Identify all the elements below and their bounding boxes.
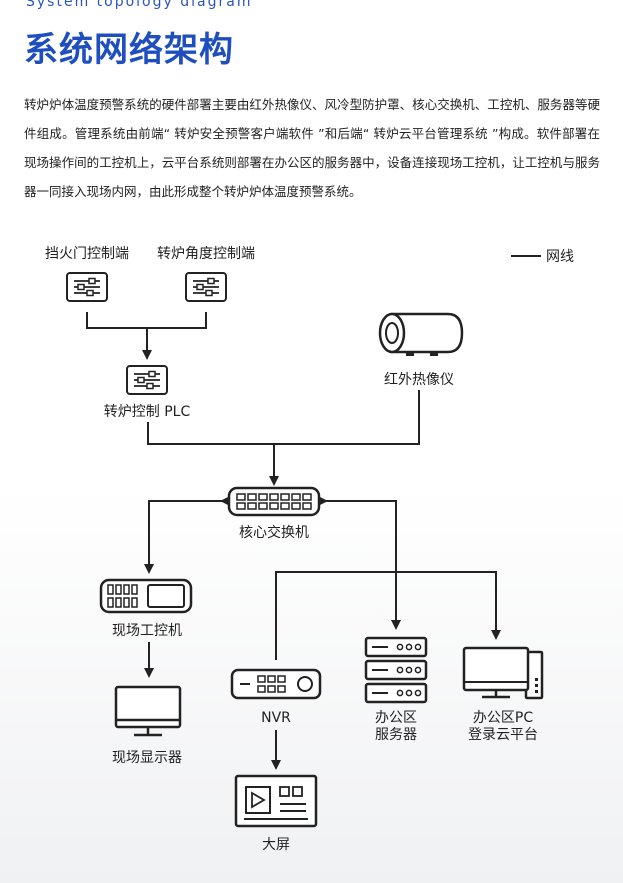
plc-label: 转炉控制 PLC [104, 404, 191, 420]
big-screen-label: 大屏 [262, 837, 290, 853]
field-monitor-label: 现场显示器 [112, 750, 182, 766]
intro-paragraph: 转炉炉体温度预警系统的硬件部署主要由红外热像仪、风冷型防护罩、核心交换机、工控机… [24, 97, 600, 199]
thermal-camera-label: 红外热像仪 [384, 372, 454, 388]
office-pc-label-line1: 办公区PC [473, 710, 533, 726]
pc-icon [462, 646, 544, 700]
ipc-icon [99, 578, 193, 614]
node-converter-plc: 转炉控制 PLC [104, 365, 191, 420]
link-switch-server [318, 496, 401, 630]
node-fire-door-controller: 挡火门控制端 [45, 246, 129, 302]
node-converter-angle-controller: 转炉角度控制端 [157, 246, 255, 302]
node-thermal-camera: 红外热像仪 [378, 312, 464, 388]
section-eyebrow: System topology diagram [26, 0, 253, 10]
link-plc-camera-bus [147, 390, 420, 445]
server-icon [364, 636, 428, 704]
page-title: 系统网络架构 [24, 30, 234, 70]
office-pc-label-line2: 登录云平台 [468, 727, 538, 743]
field-ipc-label: 现场工控机 [112, 623, 182, 639]
core-switch-label: 核心交换机 [239, 524, 309, 541]
controller-icon [185, 272, 227, 302]
switch-icon [227, 486, 321, 517]
node-big-screen: 大屏 [234, 774, 318, 853]
fire-door-label: 挡火门控制端 [45, 246, 129, 262]
converter-angle-label: 转炉角度控制端 [157, 246, 255, 262]
connections [86, 312, 501, 770]
node-office-pc: 办公区PC 登录云平台 [462, 646, 544, 743]
monitor-icon [114, 685, 182, 737]
office-server-label-line1: 办公区 [375, 710, 417, 726]
thermal-camera-icon [378, 312, 464, 356]
legend-label: 网线 [546, 249, 574, 265]
office-server-label-line2: 服务器 [375, 727, 417, 743]
controller-icon [66, 272, 108, 302]
nvr-label: NVR [261, 710, 291, 726]
link-switch-ipc [144, 496, 230, 574]
link-controllers-bus [86, 312, 207, 329]
nvr-icon [230, 668, 322, 700]
node-field-monitor: 现场显示器 [112, 685, 182, 766]
plc-icon [126, 365, 168, 395]
node-nvr: NVR [230, 668, 322, 726]
node-core-switch: 核心交换机 [227, 486, 321, 541]
legend: 网线 [511, 249, 574, 265]
link-distribution [275, 571, 501, 660]
big-screen-icon [234, 774, 318, 828]
node-office-server: 办公区 服务器 [364, 636, 428, 743]
node-field-ipc: 现场工控机 [99, 578, 193, 639]
